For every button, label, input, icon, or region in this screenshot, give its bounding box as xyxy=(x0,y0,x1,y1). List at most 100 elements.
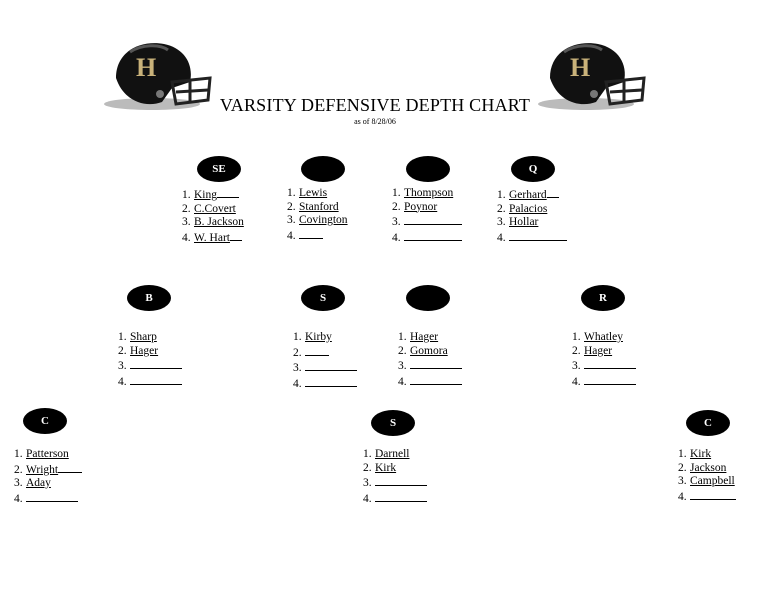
position-oval: C xyxy=(23,408,67,434)
depth-row: 3.Campbell xyxy=(678,475,736,489)
depth-number: 1. xyxy=(14,448,23,460)
depth-row: 3. xyxy=(398,358,462,374)
player-name: Kirk xyxy=(375,461,397,474)
player-name: W. Hart xyxy=(194,231,230,244)
depth-row: 1.Gerhard xyxy=(497,187,567,203)
depth-row: 1.Patterson xyxy=(14,448,82,462)
player-name: Campbell xyxy=(690,475,735,487)
depth-number: 4. xyxy=(118,375,127,388)
depth-row: 4. xyxy=(392,230,462,246)
depth-row: 2.Palacios xyxy=(497,203,567,217)
depth-row: 4. xyxy=(293,376,357,392)
player-name: Darnell xyxy=(375,448,410,460)
depth-row: 1.Whatley xyxy=(572,331,636,345)
depth-row: 1.Lewis xyxy=(287,187,348,201)
depth-number: 4. xyxy=(363,492,372,505)
blank-line xyxy=(584,374,636,385)
depth-number: 1. xyxy=(678,448,687,460)
depth-row: 2.C.Covert xyxy=(182,203,244,217)
helmet-logo-letter: H xyxy=(136,53,156,82)
depth-row: 2.Wright xyxy=(14,462,83,478)
player-name: Kirk xyxy=(690,448,712,460)
position-oval: Q xyxy=(511,156,555,182)
depth-row: 2. xyxy=(293,345,357,361)
player-name: Aday xyxy=(26,477,51,489)
depth-row: 3. xyxy=(392,214,462,230)
depth-number: 4. xyxy=(287,229,296,242)
blank-line xyxy=(404,214,462,225)
player-name: Whatley xyxy=(584,331,623,343)
depth-number: 1. xyxy=(118,331,127,343)
blank-line xyxy=(26,491,78,502)
position-oval: S xyxy=(301,285,345,311)
blank-line xyxy=(546,187,559,198)
depth-row: 2.Kirk xyxy=(363,462,427,476)
depth-number: 1. xyxy=(392,187,401,199)
blank-line xyxy=(217,187,239,198)
player-name: Lewis xyxy=(299,187,328,199)
depth-row: 4. xyxy=(14,491,82,507)
depth-number: 1. xyxy=(182,189,191,201)
blank-line xyxy=(229,230,242,241)
blank-line xyxy=(130,374,182,385)
player-name: Kirby xyxy=(305,331,332,343)
depth-number: 2. xyxy=(497,202,506,215)
position-oval: C xyxy=(686,410,730,436)
depth-row: 2.Jackson xyxy=(678,462,736,476)
depth-number: 3. xyxy=(14,477,23,489)
position-oval xyxy=(406,285,450,311)
player-name: C.Covert xyxy=(194,202,236,215)
depth-row: 1.King xyxy=(182,187,244,203)
depth-number: 4. xyxy=(572,375,581,388)
depth-row: 1.Thompson xyxy=(392,187,462,201)
depth-number: 4. xyxy=(392,231,401,244)
position-oval: S xyxy=(371,410,415,436)
blank-line xyxy=(375,475,427,486)
left-helmet-logo: H xyxy=(104,43,212,110)
player-name: Poynor xyxy=(404,200,438,213)
position-oval: SE xyxy=(197,156,241,182)
player-name: Hager xyxy=(410,331,439,343)
depth-number: 3. xyxy=(118,360,127,372)
depth-number: 1. xyxy=(293,331,302,343)
depth-number: 3. xyxy=(398,360,407,372)
player-name: Gerhard xyxy=(509,189,547,201)
depth-row: 2.Stanford xyxy=(287,201,348,215)
page-date: as of 8/28/06 xyxy=(354,117,396,126)
depth-row: 4. xyxy=(363,491,427,507)
position-oval: R xyxy=(581,285,625,311)
depth-number: 2. xyxy=(363,461,372,474)
blank-line xyxy=(58,462,83,473)
player-name: Palacios xyxy=(509,202,548,215)
depth-number: 1. xyxy=(363,448,372,460)
depth-row: 3.B. Jackson xyxy=(182,216,244,230)
depth-number: 2. xyxy=(678,461,687,474)
player-name: Hager xyxy=(584,344,613,357)
player-name: B. Jackson xyxy=(194,216,244,228)
depth-row: 3.Hollar xyxy=(497,216,567,230)
depth-number: 2. xyxy=(392,200,401,213)
player-name: Wright xyxy=(26,463,59,476)
player-name: Gomora xyxy=(410,344,448,357)
player-name: Sharp xyxy=(130,331,157,343)
depth-row: 1.Sharp xyxy=(118,331,182,345)
depth-number: 1. xyxy=(398,331,407,343)
player-name: Hollar xyxy=(509,216,539,228)
depth-row: 1.Kirby xyxy=(293,331,357,345)
position-oval xyxy=(406,156,450,182)
depth-number: 3. xyxy=(497,216,506,228)
depth-row: 3. xyxy=(363,475,427,491)
depth-number: 4. xyxy=(398,375,407,388)
blank-line xyxy=(410,374,462,385)
blank-line xyxy=(584,358,636,369)
depth-row: 1.Darnell xyxy=(363,448,427,462)
depth-number: 4. xyxy=(678,490,687,503)
helmet-logo-letter: H xyxy=(570,53,590,82)
